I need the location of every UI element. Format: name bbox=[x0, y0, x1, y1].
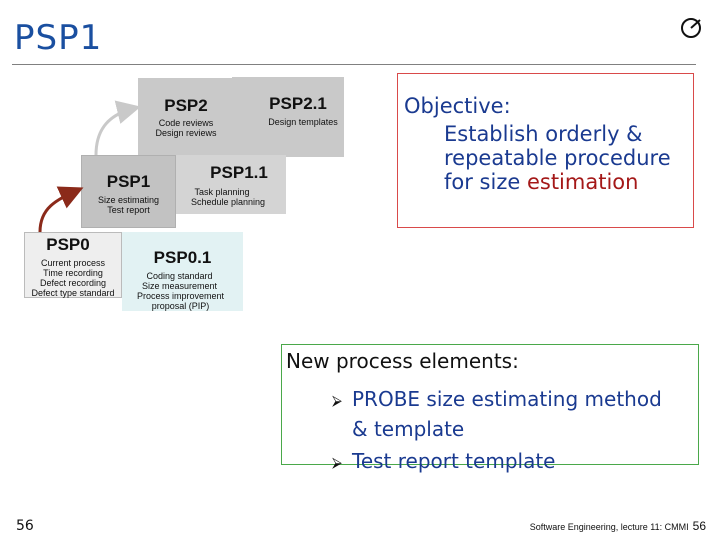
level-line: Current process bbox=[40, 258, 106, 268]
level-title: PSP1 bbox=[106, 172, 151, 191]
new-element-item: PROBE size estimating method bbox=[352, 387, 662, 411]
level-line: Code reviews bbox=[158, 118, 214, 128]
level-title: PSP1.1 bbox=[210, 163, 268, 182]
level-psp2-1: PSP2.1 Design templates bbox=[232, 77, 344, 157]
level-psp0-1: PSP0.1 Coding standard Size measurement … bbox=[122, 232, 243, 311]
footer-text: Software Engineering, lecture 11: CMMI bbox=[529, 522, 689, 532]
level-line: Test report bbox=[107, 205, 150, 215]
slide-title: PSP1 bbox=[14, 18, 103, 58]
page-number: 56 bbox=[16, 518, 34, 534]
objective-label: Objective: bbox=[404, 94, 511, 118]
objective-line: Establish orderly & bbox=[444, 122, 643, 146]
level-line: Size measurement bbox=[141, 281, 218, 291]
new-elements-heading: New process elements: bbox=[286, 349, 519, 373]
new-elements-box: New process elements: ⮚ PROBE size estim… bbox=[281, 344, 699, 473]
level-title: PSP2.1 bbox=[269, 94, 327, 113]
level-title: PSP0.1 bbox=[153, 248, 212, 267]
level-line: Schedule planning bbox=[190, 197, 266, 207]
arrow-psp1-to-psp2 bbox=[94, 100, 141, 156]
objective-line: for size estimation bbox=[444, 170, 671, 194]
logo-icon bbox=[681, 18, 701, 38]
level-line: Defect type standard bbox=[31, 288, 115, 298]
objective-line-prefix: for size bbox=[444, 170, 527, 194]
level-title: PSP0 bbox=[46, 235, 90, 254]
level-line: Design reviews bbox=[155, 128, 217, 138]
title-rule bbox=[12, 64, 696, 65]
level-line: Size estimating bbox=[97, 195, 160, 205]
new-element-item-cont: & template bbox=[352, 417, 465, 441]
level-line: Task planning bbox=[194, 187, 250, 197]
level-line: Design templates bbox=[268, 117, 338, 127]
objective-box: Objective: Establish orderly & repeatabl… bbox=[397, 73, 694, 228]
level-line: Time recording bbox=[43, 268, 103, 278]
bullet-arrow-icon: ⮚ bbox=[332, 455, 342, 471]
new-element-item: Test report template bbox=[352, 449, 556, 473]
level-line: Coding standard bbox=[146, 271, 213, 281]
arrow-psp0-to-psp1 bbox=[38, 186, 84, 233]
level-psp2: PSP2 Code reviews Design reviews bbox=[138, 78, 234, 157]
objective-text: Establish orderly & repeatable procedure… bbox=[444, 122, 671, 194]
level-psp1: PSP1 Size estimating Test report bbox=[81, 155, 176, 228]
level-line: Process improvement bbox=[136, 291, 225, 301]
level-line: proposal (PIP) bbox=[151, 301, 210, 311]
level-title: PSP2 bbox=[164, 96, 208, 115]
level-line: Defect recording bbox=[39, 278, 107, 288]
bullet-arrow-icon: ⮚ bbox=[332, 393, 342, 409]
footer-page: 56 bbox=[692, 519, 706, 533]
objective-line: repeatable procedure bbox=[444, 146, 671, 170]
objective-highlight: estimation bbox=[526, 170, 639, 194]
level-psp1-1: PSP1.1 Task planning Schedule planning bbox=[172, 155, 286, 214]
level-psp0: PSP0 Current process Time recording Defe… bbox=[24, 232, 122, 298]
